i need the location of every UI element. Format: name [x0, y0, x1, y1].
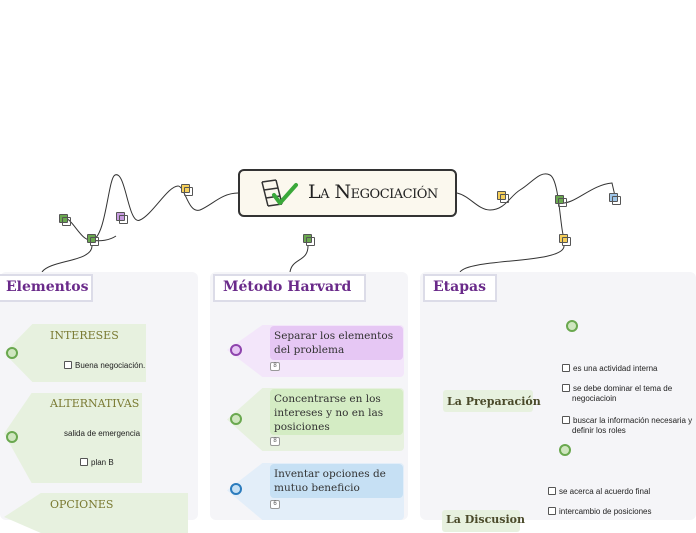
central-title: La Negociación [308, 181, 438, 203]
card-2-line-3: posiciones [274, 421, 330, 433]
panel-title-harvard[interactable]: Método Harvard [213, 274, 366, 302]
sub-alternativas-2[interactable]: plan B [80, 458, 114, 467]
card-1[interactable] [270, 326, 403, 360]
panel-title-etapas[interactable]: Etapas [423, 274, 497, 302]
stage-1-item-2[interactable]: se debe dominar el tema de negociacioin [562, 384, 672, 404]
panel-title-elementos[interactable]: Elementos [0, 274, 93, 302]
card-1-line-1: Separar los elementos [274, 330, 394, 342]
node-bg-intereses [4, 324, 146, 382]
marker-yellow-1[interactable] [181, 184, 193, 196]
node-circle-alternativas[interactable] [6, 431, 18, 443]
card-3-line-1: Inventar opciones de [274, 468, 386, 480]
card-3[interactable] [270, 464, 403, 498]
sub-intereses-1[interactable]: Buena negociación. [64, 361, 145, 370]
marker-yellow-2[interactable] [497, 191, 509, 203]
checklist-icon [261, 179, 298, 207]
central-topic[interactable]: La Negociación [238, 169, 457, 217]
card-1-line-2: del problema [274, 344, 345, 356]
stage-1-item-3[interactable]: buscar la información necesaria y defini… [562, 416, 692, 436]
node-circle-discusion[interactable] [559, 444, 571, 456]
stage-preparacion[interactable]: La Preparación [447, 395, 541, 408]
node-circle-preparacion[interactable] [566, 320, 578, 332]
marker-green-1[interactable] [59, 214, 71, 226]
node-circle-card-2[interactable] [230, 413, 242, 425]
stage-2-item-2[interactable]: intercambio de posiciones [548, 507, 652, 516]
sub-alternativas-1[interactable]: salida de emergencia [64, 429, 141, 438]
stage-2-item-1[interactable]: se acerca al acuerdo final [548, 487, 650, 496]
node-circle-card-3[interactable] [230, 483, 242, 495]
node-circle-card-1[interactable] [230, 344, 242, 356]
marker-purple[interactable] [116, 212, 128, 224]
node-circle-intereses[interactable] [6, 347, 18, 359]
card-2[interactable] [270, 389, 403, 435]
marker-blue[interactable] [609, 193, 621, 205]
card-3-line-2: mutuo beneficio [274, 482, 360, 494]
node-opciones[interactable]: OPCIONES [50, 498, 114, 511]
node-intereses[interactable]: INTERESES [50, 329, 119, 342]
stage-bg-preparacion [443, 390, 533, 412]
marker-green-3[interactable] [303, 234, 315, 246]
card-1-badge[interactable]: 8 [270, 362, 280, 371]
marker-yellow-3[interactable] [559, 234, 571, 246]
marker-green-4[interactable] [555, 195, 567, 207]
card-3-badge[interactable]: 6 [270, 500, 280, 509]
card-2-badge[interactable]: 8 [270, 437, 280, 446]
node-bg-alternativas [4, 393, 142, 483]
card-2-line-2: intereses y no en las [274, 407, 384, 419]
stage-1-item-1[interactable]: es una actividad interna [562, 364, 658, 373]
marker-green-2[interactable] [87, 234, 99, 246]
card-2-line-1: Concentrarse en los [274, 393, 381, 405]
node-alternativas[interactable]: ALTERNATIVAS [50, 397, 140, 410]
